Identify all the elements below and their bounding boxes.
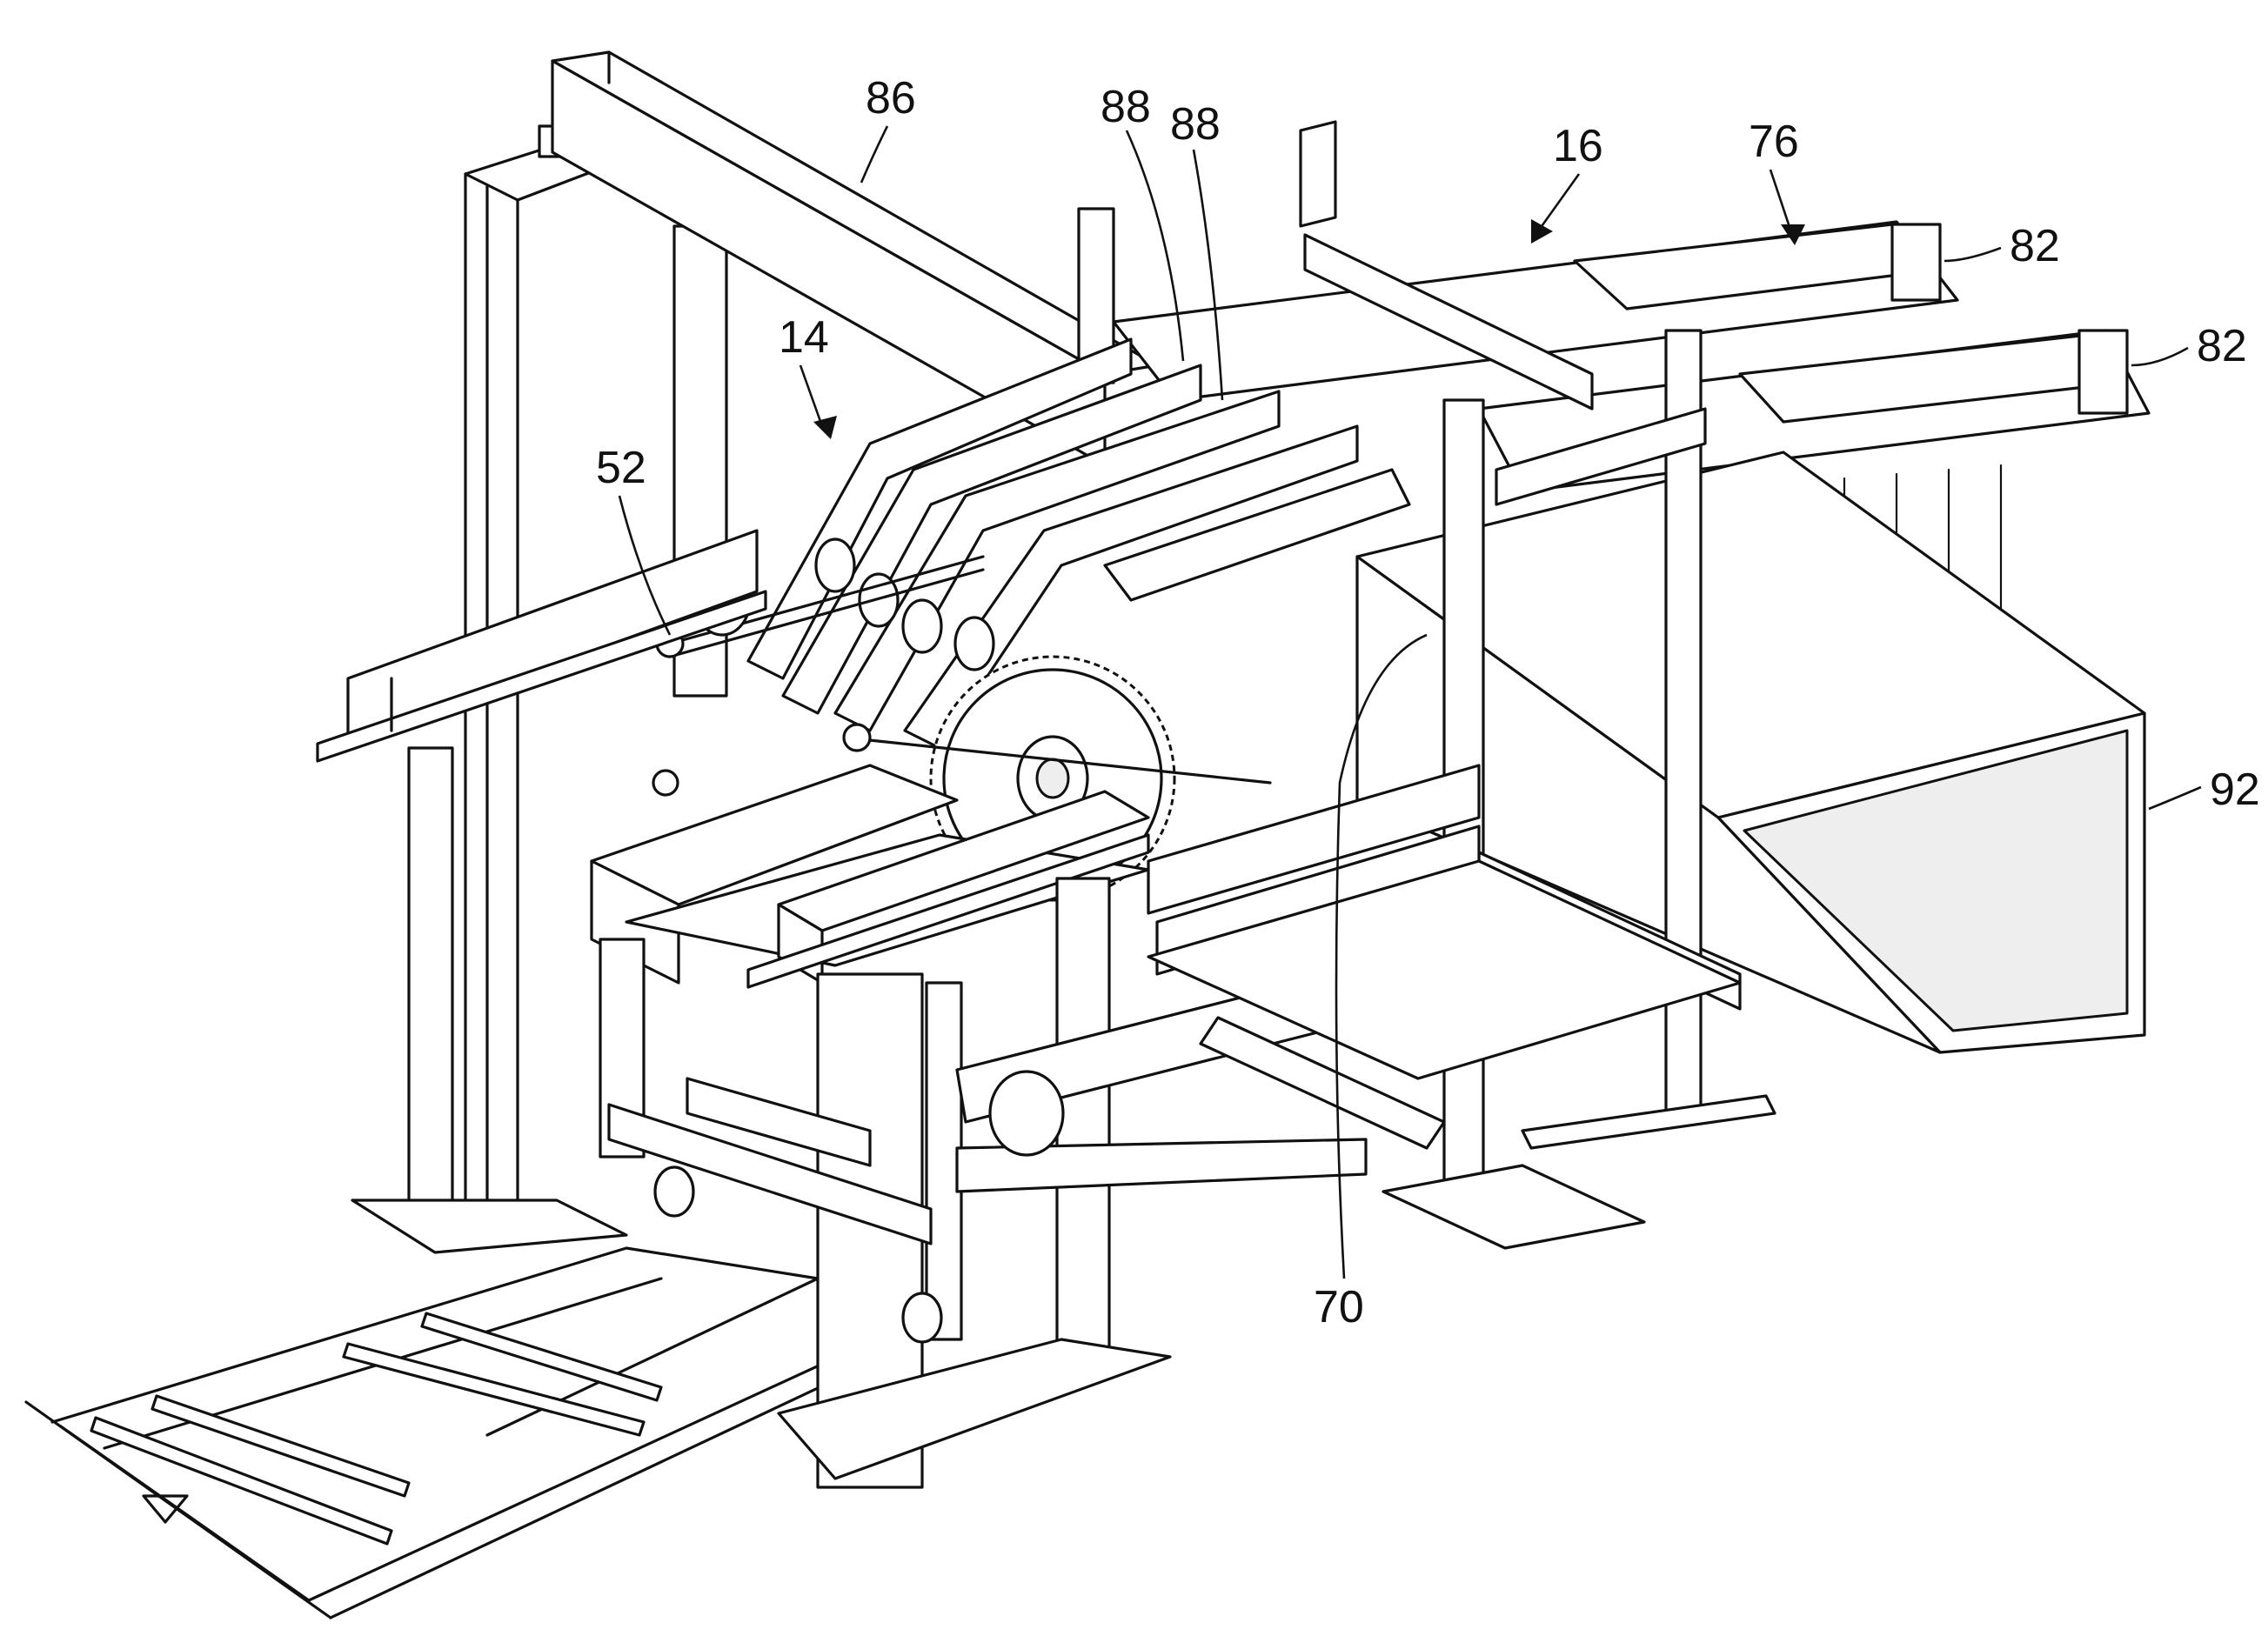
- label-52: 52: [596, 443, 646, 493]
- label-76: 76: [1749, 117, 1799, 167]
- label-88-left: 88: [1101, 82, 1151, 132]
- label-88-right: 88: [1170, 99, 1221, 150]
- label-16: 16: [1553, 121, 1603, 171]
- label-82-lower: 82: [2197, 321, 2247, 371]
- label-82-upper: 82: [2010, 221, 2060, 271]
- label-70: 70: [1314, 1282, 1364, 1332]
- top-beam-86: [552, 52, 1157, 465]
- label-86: 86: [866, 73, 916, 124]
- label-92: 92: [2210, 765, 2260, 815]
- label-14: 14: [779, 312, 829, 363]
